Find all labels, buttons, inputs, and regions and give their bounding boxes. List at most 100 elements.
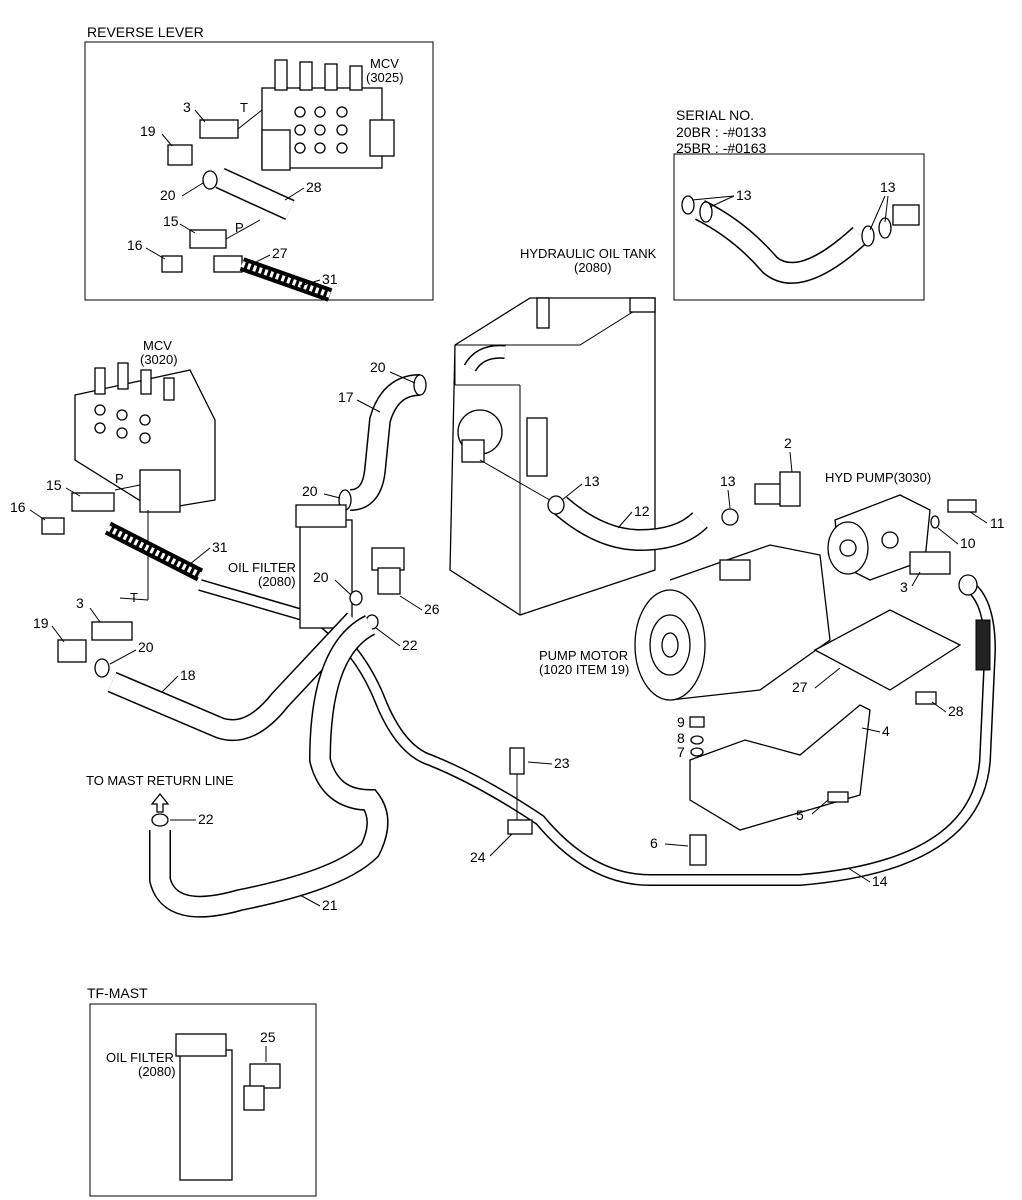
clamp-22b (151, 813, 169, 827)
rl-callout-15: 15 (163, 213, 179, 229)
serial-25br: 25BR : -#0163 (676, 140, 766, 156)
callout-4: 4 (882, 723, 890, 739)
callout-13b: 13 (720, 473, 736, 489)
oil-filter-2080: OIL FILTER (2080) (228, 504, 353, 629)
sn-callout-13b: 13 (880, 179, 896, 195)
bracket-4 (689, 704, 871, 831)
rl-callout-16: 16 (127, 237, 143, 253)
serial-title: SERIAL NO. (676, 107, 754, 123)
check-valve-3b (91, 621, 133, 641)
pump-motor-ref: (1020 ITEM 19) (539, 662, 629, 677)
clip-24 (507, 819, 533, 835)
callout-13a: 13 (584, 473, 600, 489)
port-p-main: P (115, 471, 124, 486)
callout-2: 2 (784, 435, 792, 451)
tank-number: (2080) (574, 260, 612, 275)
callout-12: 12 (634, 503, 650, 519)
pump-motor-label: PUMP MOTOR (539, 648, 628, 663)
rl-plug-16 (161, 255, 183, 273)
mcv-3020-drawing: MCV (3020) (74, 338, 216, 513)
fitting-15 (71, 492, 115, 512)
callout-21: 21 (322, 897, 338, 913)
mast-return-label: TO MAST RETURN LINE (86, 773, 234, 788)
rl-clamp-20 (202, 170, 218, 190)
port-t-main: T (130, 590, 138, 605)
callout-28: 28 (948, 703, 964, 719)
reverse-lever-inset: REVERSE LEVER MCV (3025) T 3 19 20 (84, 24, 434, 302)
callout-7: 7 (677, 744, 685, 760)
callout-14: 14 (872, 873, 888, 889)
serial-inset: SERIAL NO. 20BR : -#0133 25BR : -#0163 1… (673, 107, 925, 301)
mcv-3025-number: (3025) (366, 70, 404, 85)
tf-callout-25: 25 (260, 1029, 276, 1045)
sn-callout-13a: 13 (736, 187, 752, 203)
rl-callout-20: 20 (160, 187, 176, 203)
callout-20a: 20 (370, 359, 386, 375)
callout-15: 15 (46, 477, 62, 493)
callout-27: 27 (792, 679, 808, 695)
elbow-19 (57, 639, 87, 663)
rl-fitting-15 (189, 229, 227, 249)
mount-6 (689, 834, 707, 866)
callout-17: 17 (338, 389, 354, 405)
bolt-11 (947, 499, 977, 513)
rl-callout-3: 3 (183, 99, 191, 115)
nut-9 (689, 716, 705, 728)
callout-10: 10 (960, 535, 976, 551)
callout-19: 19 (33, 615, 49, 631)
rl-callout-19: 19 (140, 123, 156, 139)
bolt-23 (509, 747, 525, 775)
callout-20d: 20 (138, 639, 154, 655)
plug-16 (41, 517, 65, 535)
up-arrow-icon (150, 792, 170, 813)
reverse-lever-title: REVERSE LEVER (87, 24, 204, 40)
rl-callout-31: 31 (322, 271, 338, 287)
check-valve-3a (909, 551, 951, 575)
washer-7 (690, 747, 704, 757)
tf-mast-title: TF-MAST (87, 985, 148, 1001)
hydraulic-oil-tank: HYDRAULIC OIL TANK (2080) (449, 246, 657, 616)
callout-22a: 22 (402, 637, 418, 653)
serial-20br: 20BR : -#0133 (676, 124, 766, 140)
tf-oil-filter-label: OIL FILTER (106, 1050, 174, 1065)
callout-20c: 20 (313, 569, 329, 585)
callout-22b: 22 (198, 811, 214, 827)
tank-label: HYDRAULIC OIL TANK (520, 246, 657, 261)
washer-8 (690, 735, 704, 745)
callout-16: 16 (10, 499, 26, 515)
callout-9: 9 (677, 714, 685, 730)
rl-callout-28: 28 (306, 179, 322, 195)
rl-check-valve-3 (199, 119, 239, 139)
rl-port-p: P (235, 220, 244, 235)
clamp-13b (721, 508, 739, 526)
washer-10 (930, 515, 940, 529)
bolt-5 (827, 791, 849, 803)
callout-24: 24 (470, 849, 486, 865)
mcv-3025-drawing (261, 59, 395, 171)
callout-23: 23 (554, 755, 570, 771)
rl-elbow-19 (167, 144, 193, 166)
hose-31 (104, 521, 204, 582)
mcv-3020-number: (3020) (140, 352, 178, 367)
oil-filter-label: OIL FILTER (228, 560, 296, 575)
bolt-28 (915, 691, 937, 705)
callout-31: 31 (212, 539, 228, 555)
callout-6: 6 (650, 835, 658, 851)
hyd-pump-label: HYD PUMP(3030) (825, 470, 931, 485)
rl-callout-27: 27 (272, 245, 288, 261)
cover-plate-27 (813, 609, 962, 691)
tf-mast-frame (89, 1003, 317, 1197)
rl-port-t: T (240, 100, 248, 115)
mcv-3020-label: MCV (143, 338, 172, 353)
pump-motor: PUMP MOTOR (1020 ITEM 19) (539, 544, 831, 701)
callout-26: 26 (424, 601, 440, 617)
tf-oil-filter-number: (2080) (138, 1064, 176, 1079)
callout-11: 11 (990, 515, 1005, 531)
tf-mast-inset: TF-MAST OIL FILTER (2080) 25 (87, 985, 317, 1197)
mcv-3025-label: MCV (370, 56, 399, 71)
serial-frame (673, 153, 925, 301)
callout-3b: 3 (76, 595, 84, 611)
callout-20b: 20 (302, 483, 318, 499)
